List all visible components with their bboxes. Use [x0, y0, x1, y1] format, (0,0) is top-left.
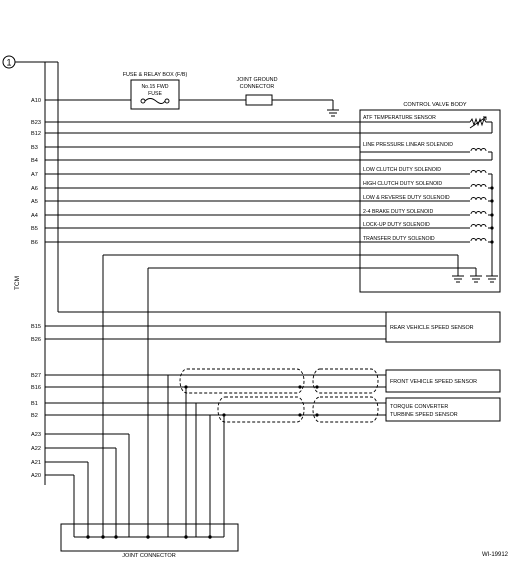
rear-speed-wires [45, 325, 386, 340]
front-speed-sensor: FRONT VEHICLE SPEED SENSOR [385, 369, 501, 393]
joint-connector-junctions [86, 535, 212, 539]
coil-icon [470, 184, 487, 188]
turbine-speed-sensor: TORQUE CONVERTER TURBINE SPEED SENSOR [385, 397, 501, 422]
pin-a23: A23 [31, 432, 41, 438]
coil-icon [470, 224, 487, 228]
coil-icon [470, 148, 487, 152]
coil-icon [470, 238, 487, 242]
rear-speed-label: REAR VEHICLE SPEED SENSOR [390, 325, 474, 331]
speed-sensor-wires [45, 374, 386, 416]
pin-labels: A10 B23 B12 B3 B4 A7 A6 A5 A4 B5 B6 B15 … [31, 98, 41, 479]
pin-b16: B16 [31, 385, 41, 391]
pin-b26: B26 [31, 337, 41, 343]
fuse-label-1: No.15 FWD [141, 84, 168, 90]
fuse-terminal-icon [140, 98, 146, 104]
fuse-label-2: FUSE [148, 91, 162, 97]
pin-b6: B6 [31, 240, 38, 246]
reference-marker: 1 [2, 55, 16, 69]
lockup-label: LOCK-UP DUTY SOLENOID [363, 222, 430, 228]
cvb-title: CONTROL VALVE BODY [403, 102, 467, 108]
pin-a5: A5 [31, 199, 38, 205]
pin-b4: B4 [31, 158, 38, 164]
pin-a22: A22 [31, 446, 41, 452]
cvb-junctions [490, 186, 494, 244]
pin-a6: A6 [31, 186, 38, 192]
rear-speed-sensor: REAR VEHICLE SPEED SENSOR [385, 311, 501, 343]
pin-a4: A4 [31, 213, 38, 219]
a10-wire [45, 99, 339, 117]
coil-icon [470, 197, 487, 201]
line-pressure-label: LINE PRESSURE LINEAR SOLENOID [363, 142, 453, 148]
joint-connector-wires [45, 255, 225, 538]
fuse-terminal-icon [164, 98, 170, 104]
coil-icon [470, 211, 487, 215]
control-valve-body: CONTROL VALVE BODY ATF TEMPERATURE SENSO… [359, 102, 501, 293]
pin-a21: A21 [31, 460, 41, 466]
fuse-element-icon [144, 98, 166, 104]
fuse-relay-box: FUSE & RELAY BOX (F/B) No.15 FWD FUSE [123, 72, 188, 110]
low-reverse-label: LOW & REVERSE DUTY SOLENOID [363, 195, 450, 201]
torque-label-1: TORQUE CONVERTER [390, 404, 448, 410]
tcm-label: TCM [14, 276, 21, 290]
high-clutch-label: HIGH CLUTCH DUTY SOLENOID [363, 181, 442, 187]
joint-ground-label-2: CONNECTOR [240, 84, 275, 90]
low-clutch-label: LOW CLUTCH DUTY SOLENOID [363, 167, 441, 173]
pin-a10: A10 [31, 98, 41, 104]
solenoid-coils [470, 148, 487, 242]
joint-connector-label: JOINT CONNECTOR [122, 553, 176, 559]
figure-id: WI-19912 [482, 552, 509, 558]
joint-connector: JOINT CONNECTOR [60, 523, 239, 559]
shield-junctions [184, 385, 319, 417]
cvb-grounds [103, 254, 498, 283]
thermistor-icon [469, 116, 488, 129]
joint-ground-connector: JOINT GROUND CONNECTOR [237, 77, 278, 106]
brake-24-label: 2-4 BRAKE DUTY SOLENOID [363, 209, 433, 215]
pin-b2: B2 [31, 413, 38, 419]
pin-b12: B12 [31, 131, 41, 137]
atf-sensor-label: ATF TEMPERATURE SENSOR [363, 115, 436, 121]
shielded-cables [179, 368, 379, 423]
pin-b27: B27 [31, 373, 41, 379]
front-speed-label: FRONT VEHICLE SPEED SENSOR [390, 379, 477, 385]
pin-b5: B5 [31, 226, 38, 232]
pin-a20: A20 [31, 473, 41, 479]
fuse-box-title: FUSE & RELAY BOX (F/B) [123, 72, 188, 78]
joint-ground-label-1: JOINT GROUND [237, 77, 278, 83]
pin-b1: B1 [31, 401, 38, 407]
cvb-wires [45, 121, 493, 268]
torque-label-2: TURBINE SPEED SENSOR [390, 412, 458, 418]
pin-a7: A7 [31, 172, 38, 178]
pin-b15: B15 [31, 324, 41, 330]
pin-b23: B23 [31, 120, 41, 126]
reference-number: 1 [6, 58, 11, 68]
coil-icon [470, 170, 487, 174]
pin-b3: B3 [31, 145, 38, 151]
transfer-label: TRANSFER DUTY SOLENOID [363, 236, 435, 242]
